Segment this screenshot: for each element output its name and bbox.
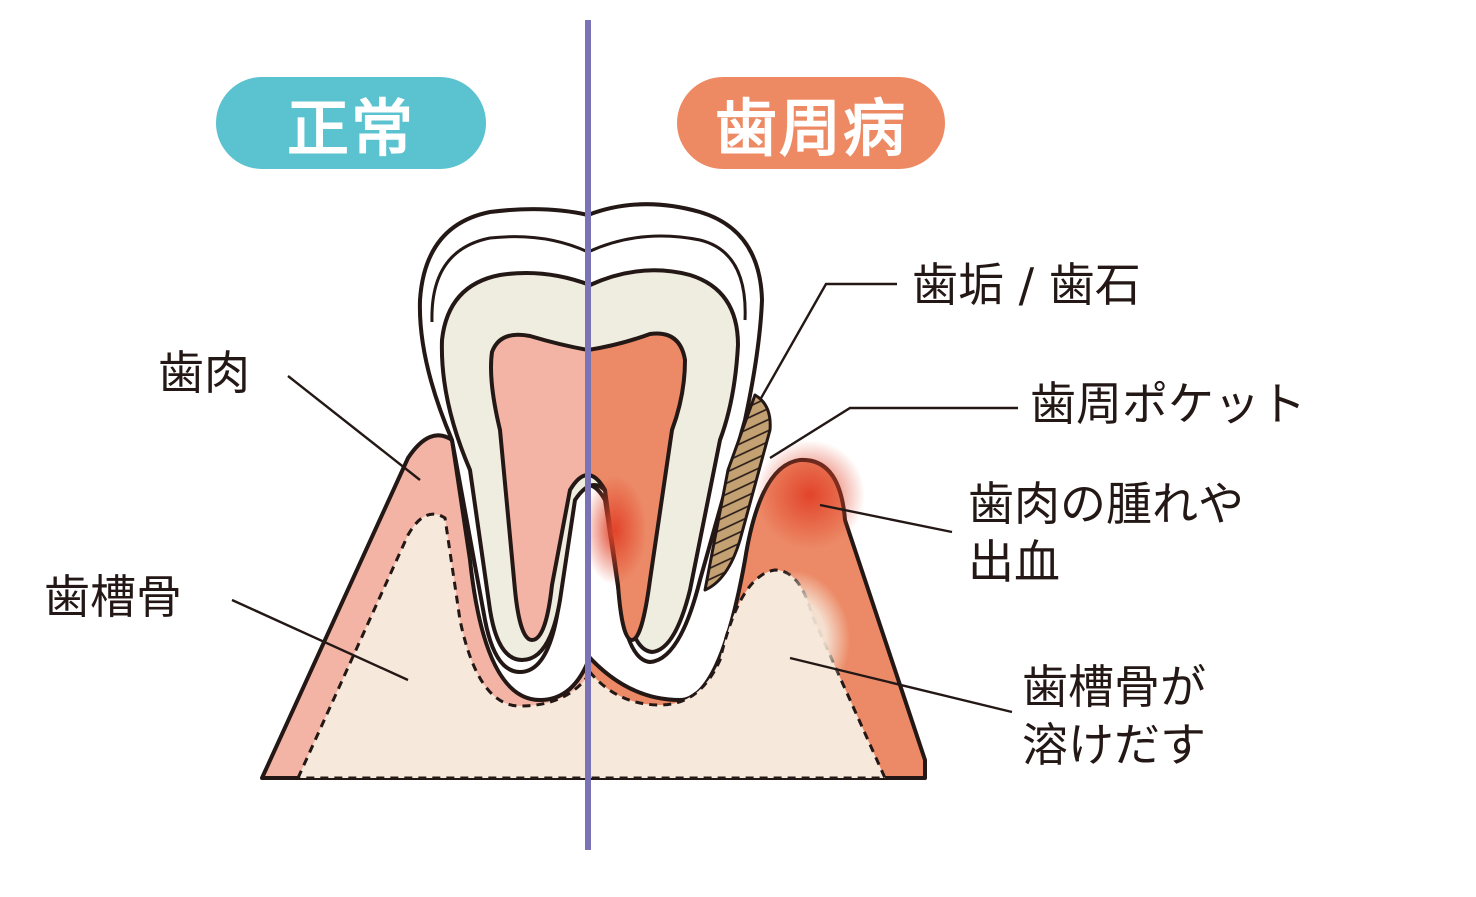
pulp-normal bbox=[489, 332, 588, 642]
leader-lines bbox=[231, 282, 1018, 714]
leader-gum bbox=[287, 375, 421, 481]
normal-side bbox=[260, 433, 588, 780]
leader-plaque bbox=[758, 282, 897, 401]
label-gum-swelling-line1: 歯肉の腫れや bbox=[968, 477, 1244, 531]
calculus-deposit bbox=[703, 393, 772, 592]
label-bone-melting: 歯槽骨が 溶けだす bbox=[1022, 658, 1206, 774]
gum-inflammation bbox=[755, 440, 865, 550]
periodontitis-title-badge: 歯周病 bbox=[677, 77, 945, 169]
leader-melt bbox=[789, 656, 1013, 714]
label-gum-swelling: 歯肉の腫れや 出血 bbox=[968, 475, 1244, 591]
label-alveolar-bone: 歯槽骨 bbox=[44, 570, 182, 624]
normal-title-badge: 正常 bbox=[216, 77, 486, 169]
label-bone-melting-line1: 歯槽骨が bbox=[1022, 660, 1206, 714]
label-bone-melting-line2: 溶けだす bbox=[1022, 718, 1206, 772]
label-plaque-calculus: 歯垢 / 歯石 bbox=[912, 258, 1141, 312]
bone-normal bbox=[295, 512, 588, 780]
label-periodontal-pocket: 歯周ポケット bbox=[1030, 377, 1306, 431]
pulp-inflammation bbox=[588, 475, 647, 585]
leader-bone bbox=[231, 598, 409, 682]
bone-melting bbox=[730, 570, 850, 710]
label-gum: 歯肉 bbox=[158, 346, 250, 400]
leader-pocket bbox=[769, 406, 1018, 460]
pulp-disease bbox=[588, 331, 687, 642]
leader-swell bbox=[819, 503, 953, 534]
disease-side bbox=[588, 440, 927, 780]
label-gum-swelling-line2: 出血 bbox=[968, 535, 1060, 589]
